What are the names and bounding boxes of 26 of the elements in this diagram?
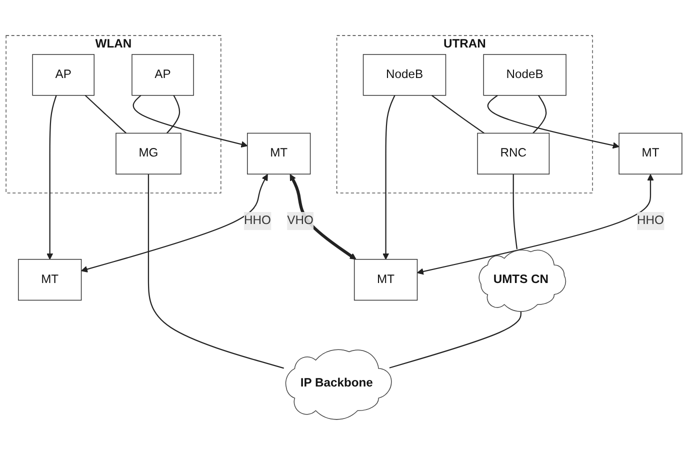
arrow <box>487 94 620 149</box>
edge-label: HHO <box>637 214 664 228</box>
node-box: AP <box>32 54 94 96</box>
arrow <box>81 174 268 272</box>
node-box: NodeB <box>362 54 446 96</box>
node-box: MG <box>116 132 182 174</box>
connector <box>512 174 518 250</box>
connector <box>166 95 180 134</box>
connector <box>389 310 522 368</box>
arrow <box>132 94 248 148</box>
arrow <box>46 95 57 260</box>
edge-label: HHO <box>244 214 271 228</box>
arrow <box>382 95 396 260</box>
node-box: MT <box>247 132 311 174</box>
node-box: MT <box>618 132 682 174</box>
node-box: RNC <box>477 132 550 174</box>
connector <box>148 174 284 369</box>
node-box: MT <box>18 258 82 301</box>
node-box: NodeB <box>483 54 566 96</box>
arrow <box>416 174 654 275</box>
node-box: AP <box>132 54 194 96</box>
node-box: MT <box>354 258 418 301</box>
connector <box>431 94 484 134</box>
connector <box>84 94 127 134</box>
edge-label: VHO <box>287 214 314 228</box>
connector <box>532 95 547 134</box>
